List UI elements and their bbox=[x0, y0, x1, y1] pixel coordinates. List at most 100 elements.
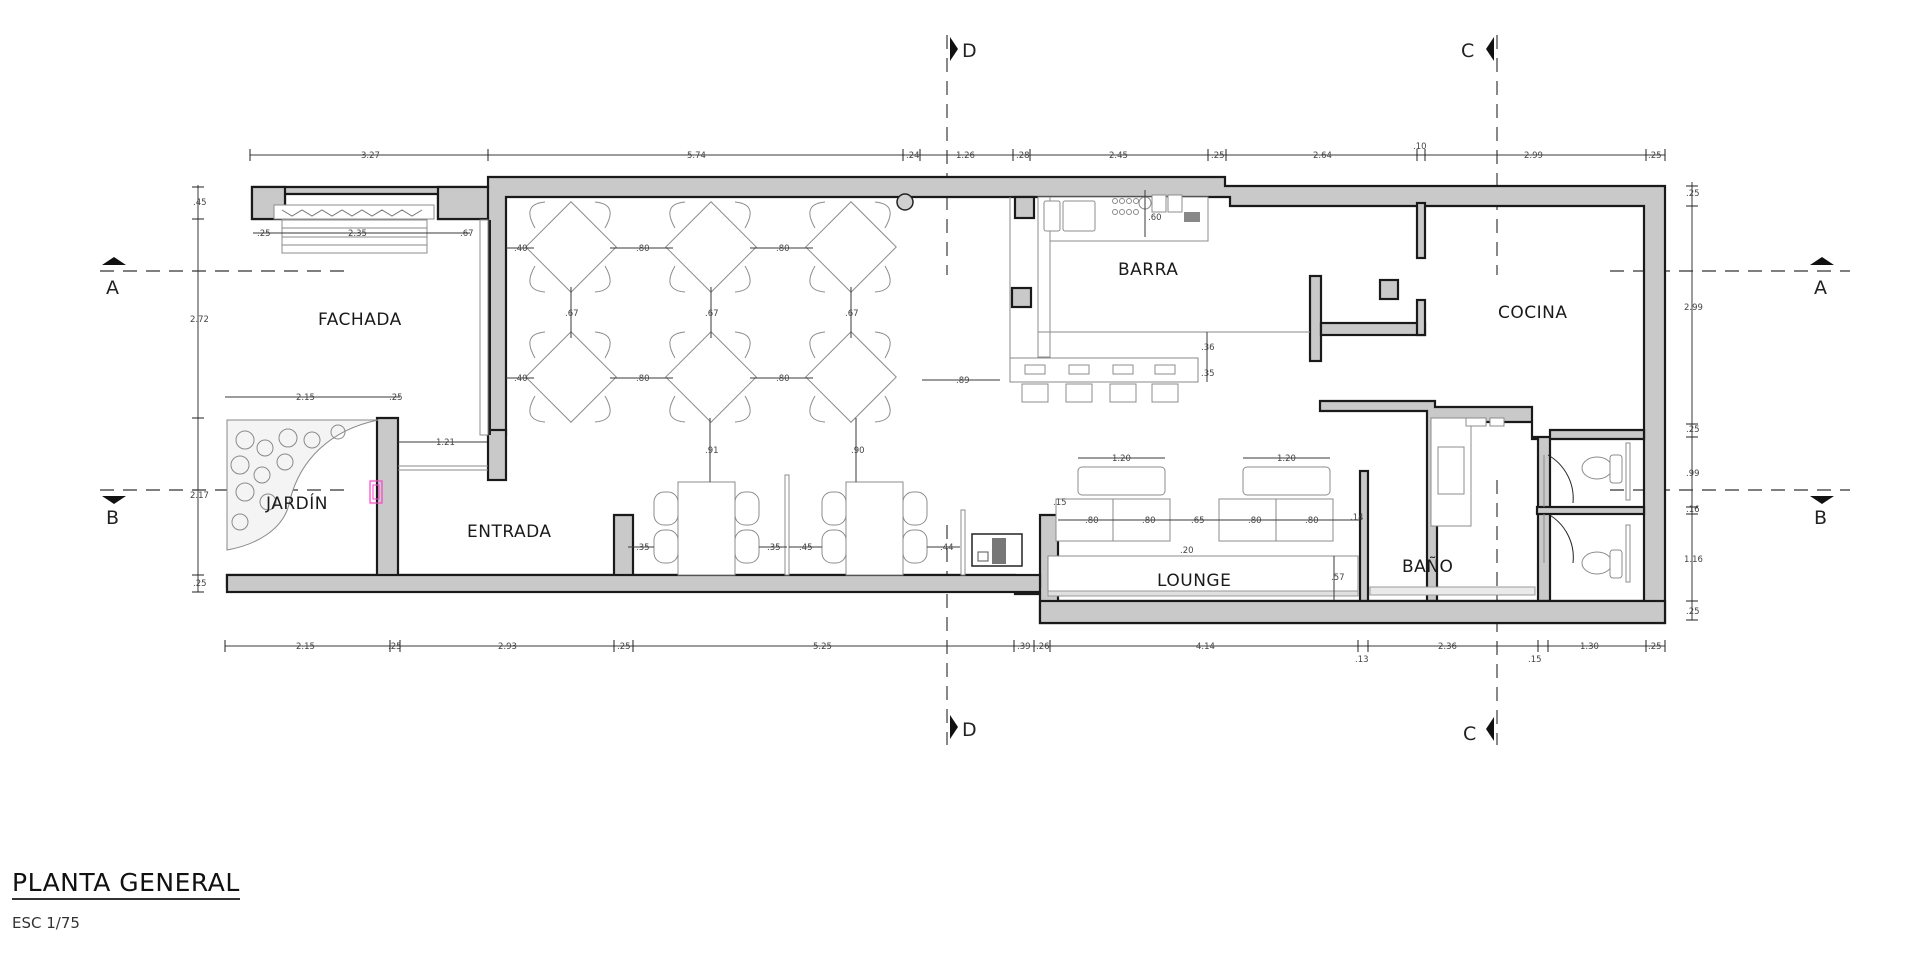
svg-text:.35: .35 bbox=[767, 543, 781, 553]
svg-text:2.93: 2.93 bbox=[498, 642, 517, 652]
svg-text:2.45: 2.45 bbox=[1109, 151, 1128, 161]
svg-text:.80: .80 bbox=[776, 244, 790, 254]
svg-text:.80: .80 bbox=[1305, 516, 1319, 526]
dimension-lines bbox=[192, 149, 1698, 652]
bar-counter bbox=[1009, 194, 1310, 383]
svg-text:1.16: 1.16 bbox=[1684, 555, 1703, 565]
room-label-lounge: LOUNGE bbox=[1157, 571, 1231, 591]
svg-text:.24: .24 bbox=[906, 151, 920, 161]
svg-text:.67: .67 bbox=[565, 309, 579, 319]
svg-text:.26: .26 bbox=[1036, 642, 1050, 652]
title-block: PLANTA GENERAL ESC 1/75 bbox=[12, 868, 240, 932]
svg-text:.91: .91 bbox=[705, 446, 719, 456]
dining-tables bbox=[525, 201, 897, 423]
section-marker-a-left: A bbox=[102, 257, 126, 299]
svg-text:.25: .25 bbox=[1648, 151, 1662, 161]
svg-text:2.72: 2.72 bbox=[190, 315, 209, 325]
svg-text:.25: .25 bbox=[257, 229, 271, 239]
svg-text:.57: .57 bbox=[1331, 573, 1345, 583]
svg-text:.67: .67 bbox=[705, 309, 719, 319]
svg-text:A: A bbox=[106, 277, 119, 299]
svg-text:.80: .80 bbox=[1085, 516, 1099, 526]
room-label-fachada: FACHADA bbox=[318, 310, 402, 330]
svg-text:3.27: 3.27 bbox=[361, 151, 380, 161]
svg-text:.65: .65 bbox=[1191, 516, 1205, 526]
svg-text:2.64: 2.64 bbox=[1313, 151, 1332, 161]
garden-stones bbox=[226, 419, 379, 551]
walls bbox=[225, 175, 1667, 625]
section-marker-c-bottom: C bbox=[1463, 717, 1494, 745]
svg-text:2.17: 2.17 bbox=[190, 491, 209, 501]
svg-text:2.36: 2.36 bbox=[1438, 642, 1457, 652]
svg-text:D: D bbox=[962, 40, 977, 62]
svg-text:5.74: 5.74 bbox=[687, 151, 706, 161]
dimensions-bottom: 2.15 .25 2.93 .25 5.25 .39 .26 4.14 .13 … bbox=[296, 642, 1662, 665]
jardin-marker bbox=[369, 480, 383, 504]
svg-text:.28: .28 bbox=[1016, 151, 1030, 161]
svg-text:.80: .80 bbox=[1142, 516, 1156, 526]
bathroom-fixtures bbox=[1369, 417, 1631, 596]
svg-text:.25: .25 bbox=[193, 579, 207, 589]
svg-text:D: D bbox=[962, 719, 977, 741]
svg-text:2.35: 2.35 bbox=[348, 229, 367, 239]
svg-text:.40: .40 bbox=[514, 374, 528, 384]
svg-text:.60: .60 bbox=[1148, 213, 1162, 223]
svg-text:.13: .13 bbox=[1355, 655, 1369, 665]
svg-text:2.99: 2.99 bbox=[1684, 303, 1703, 313]
bar-stools bbox=[1021, 364, 1179, 403]
svg-text:.16: .16 bbox=[1686, 505, 1700, 515]
svg-text:B: B bbox=[1814, 507, 1827, 529]
svg-text:.36: .36 bbox=[1201, 343, 1215, 353]
svg-text:C: C bbox=[1461, 40, 1474, 62]
svg-text:1.20: 1.20 bbox=[1112, 454, 1131, 464]
svg-text:2.99: 2.99 bbox=[1524, 151, 1543, 161]
svg-text:.80: .80 bbox=[636, 244, 650, 254]
section-marker-c-top: C bbox=[1461, 37, 1494, 62]
svg-text:.25: .25 bbox=[1686, 607, 1700, 617]
svg-text:.67: .67 bbox=[460, 229, 474, 239]
svg-text:C: C bbox=[1463, 723, 1476, 745]
dimensions-right: .25 2.99 .25 .99 .16 1.16 .25 bbox=[1684, 189, 1703, 617]
svg-text:.25: .25 bbox=[388, 642, 402, 652]
plan-title: PLANTA GENERAL bbox=[12, 868, 240, 900]
svg-text:.80: .80 bbox=[636, 374, 650, 384]
room-label-entrada: ENTRADA bbox=[467, 522, 552, 542]
svg-text:2.15: 2.15 bbox=[296, 393, 315, 403]
svg-text:1.30: 1.30 bbox=[1580, 642, 1599, 652]
dimensions-interior: 2.35 .25 .67 2.15 .25 1.21 .40 .80 .80 .… bbox=[225, 190, 1364, 600]
svg-text:.90: .90 bbox=[851, 446, 865, 456]
dimensions-left: .45 2.72 2.17 .25 bbox=[190, 198, 209, 589]
svg-text:A: A bbox=[1814, 277, 1827, 299]
svg-text:1.26: 1.26 bbox=[956, 151, 975, 161]
room-label-barra: BARRA bbox=[1118, 260, 1178, 280]
svg-text:.40: .40 bbox=[514, 244, 528, 254]
plan-scale: ESC 1/75 bbox=[12, 914, 80, 932]
svg-text:.45: .45 bbox=[799, 543, 813, 553]
svg-text:.35: .35 bbox=[636, 543, 650, 553]
svg-text:.39: .39 bbox=[1017, 642, 1031, 652]
bench bbox=[281, 219, 428, 254]
svg-text:4.14: 4.14 bbox=[1196, 642, 1215, 652]
section-marker-d-bottom: D bbox=[950, 715, 977, 741]
room-label-bano: BAÑO bbox=[1402, 555, 1453, 577]
svg-text:.20: .20 bbox=[1180, 546, 1194, 556]
dining-chairs bbox=[529, 201, 891, 423]
planter bbox=[273, 204, 435, 220]
svg-text:2.15: 2.15 bbox=[296, 642, 315, 652]
svg-text:.10: .10 bbox=[1413, 142, 1427, 152]
section-lines bbox=[100, 35, 1850, 745]
host-stand bbox=[971, 533, 1023, 567]
svg-text:B: B bbox=[106, 507, 119, 529]
section-marker-b-right: B bbox=[1810, 496, 1834, 529]
railing bbox=[479, 219, 491, 436]
section-marker-a-right: A bbox=[1810, 257, 1834, 299]
svg-text:.67: .67 bbox=[845, 309, 859, 319]
svg-text:.25: .25 bbox=[617, 642, 631, 652]
svg-text:.25: .25 bbox=[389, 393, 403, 403]
svg-text:.45: .45 bbox=[193, 198, 207, 208]
section-marker-b-left: B bbox=[102, 496, 126, 529]
svg-text:.89: .89 bbox=[956, 376, 970, 386]
svg-text:.25: .25 bbox=[1686, 189, 1700, 199]
svg-text:.15: .15 bbox=[1053, 498, 1067, 508]
svg-text:1.21: 1.21 bbox=[436, 438, 455, 448]
